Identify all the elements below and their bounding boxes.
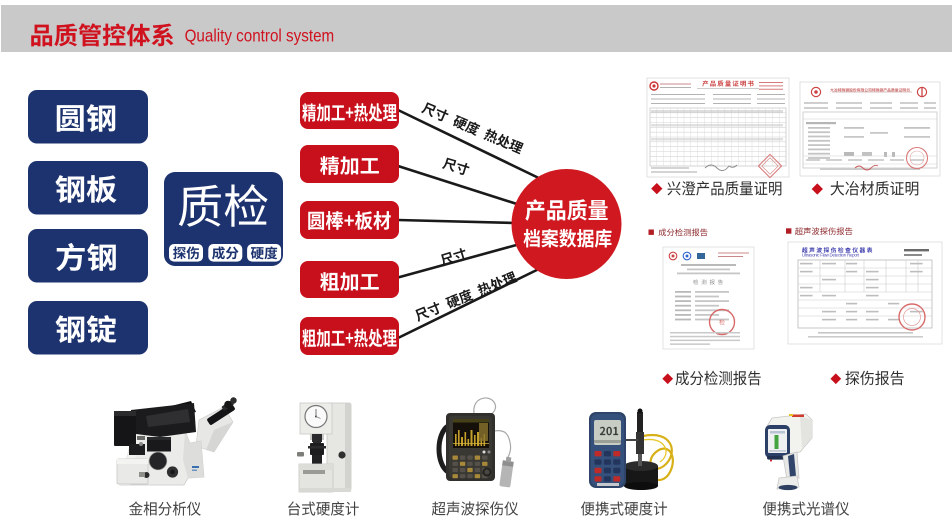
svg-text:Quality control system: Quality control system <box>185 26 335 46</box>
svg-text:Ultrasonic Flaw Detection R: Ultrasonic Flaw Detection Report <box>802 253 860 258</box>
